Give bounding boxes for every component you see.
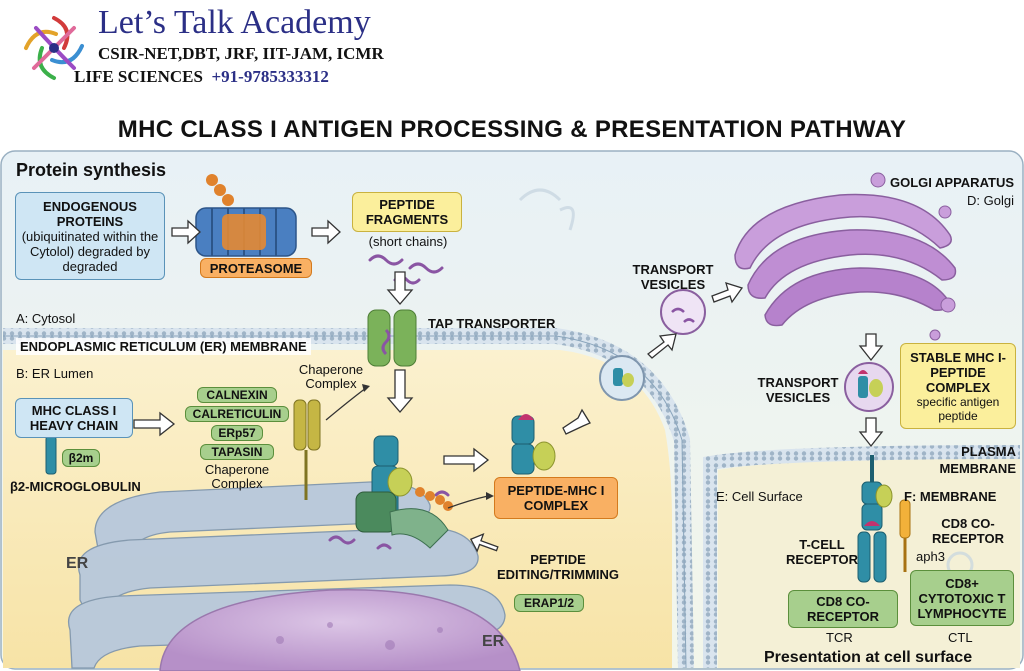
- cell-surface-region-label: E: Cell Surface: [716, 489, 803, 504]
- brand-tagline: CSIR-NET,DBT, JRF, IIT-JAM, ICMR: [98, 44, 384, 63]
- membrane-region-label: F: MEMBRANE: [904, 489, 997, 504]
- endogenous-proteins-box: ENDOGENOUS PROTEINS (ubiquitinated withi…: [15, 192, 165, 280]
- peptide-editing-label: PEPTIDE EDITING/TRIMMING: [496, 552, 620, 582]
- chaperone-tapasin: TAPASIN: [200, 444, 274, 460]
- erap-box: ERAP1/2: [514, 594, 584, 612]
- tcell-receptor-label: T-CELL RECEPTOR: [786, 537, 858, 567]
- ctl-box: CD8+ CYTOTOXIC T LYMPHOCYTE: [910, 570, 1014, 626]
- b2m-box: β2m: [62, 449, 100, 467]
- brand-phone: +91-9785333312: [211, 67, 329, 86]
- stable-complex-box: STABLE MHC I-PEPTIDE COMPLEX specific an…: [900, 343, 1016, 429]
- cd8-coreceptor-box: CD8 CO-RECEPTOR: [788, 590, 898, 628]
- er-lumen-label: B: ER Lumen: [16, 366, 94, 381]
- transport-vesicles-right-label: TRANSPORT VESICLES: [757, 375, 839, 405]
- tcr-label: TCR: [826, 630, 853, 645]
- peptide-fragments-desc: (short chains): [368, 234, 448, 249]
- protein-synthesis-heading: Protein synthesis: [16, 160, 167, 180]
- brand-contact: LIFE SCIENCES +91-9785333312: [74, 67, 329, 87]
- plasma-membrane-label: PLASMA MEMBRANE: [939, 444, 1016, 476]
- endogenous-proteins-title: ENDOGENOUS PROTEINS: [43, 198, 137, 229]
- endogenous-proteins-desc: (ubiquitinated within the Cytolol) degra…: [21, 228, 159, 274]
- er-membrane-label: ENDOPLASMIC RETICULUM (ER) MEMBRANE: [16, 338, 311, 355]
- brand-name: Let’s Talk Academy: [98, 4, 371, 41]
- chaperone-calreticulin: CALRETICULIN: [185, 406, 289, 422]
- golgi-sub: D: Golgi: [967, 193, 1014, 208]
- presentation-footer: Presentation at cell surface: [764, 649, 973, 666]
- chaperone-complex-top-label: Chaperone Complex: [298, 362, 364, 391]
- b2-microglobulin-label: β2-MICROGLOBULIN: [10, 479, 141, 494]
- tap-transporter-label: TAP TRANSPORTER: [428, 316, 556, 331]
- chaperone-erp57: ERp57: [211, 425, 263, 441]
- proteasome-label: PROTEASOME: [200, 258, 312, 278]
- er-label-bottom: ER: [482, 633, 505, 650]
- page-title: MHC CLASS I ANTIGEN PROCESSING & PRESENT…: [117, 116, 907, 143]
- peptide-mhc-complex-box: PEPTIDE-MHC I COMPLEX: [494, 477, 618, 519]
- brand-subject: LIFE SCIENCES: [74, 67, 203, 86]
- ctl-label: CTL: [948, 630, 973, 645]
- mhc-heavy-chain-box: MHC CLASS I HEAVY CHAIN: [15, 398, 133, 438]
- golgi-title: GOLGI APPARATUS: [890, 175, 1014, 190]
- cytosol-region-label: A: Cytosol: [16, 311, 76, 326]
- academy-logo: [24, 16, 84, 80]
- peptide-fragments-box: PEPTIDE FRAGMENTS: [352, 192, 462, 232]
- transport-vesicles-top-label: TRANSPORT VESICLES: [632, 262, 714, 292]
- cd8-coreceptor-sub: aph3: [916, 549, 945, 564]
- stable-complex-title: STABLE MHC I-PEPTIDE COMPLEX: [910, 349, 1006, 395]
- chaperone-complex-label: Chaperone Complex: [204, 462, 270, 491]
- stable-complex-desc: specific antigen peptide: [916, 394, 1000, 423]
- er-label-left: ER: [66, 555, 89, 572]
- chaperone-calnexin: CALNEXIN: [197, 387, 277, 403]
- cd8-coreceptor-top-label: CD8 CO-RECEPTOR: [932, 516, 1004, 546]
